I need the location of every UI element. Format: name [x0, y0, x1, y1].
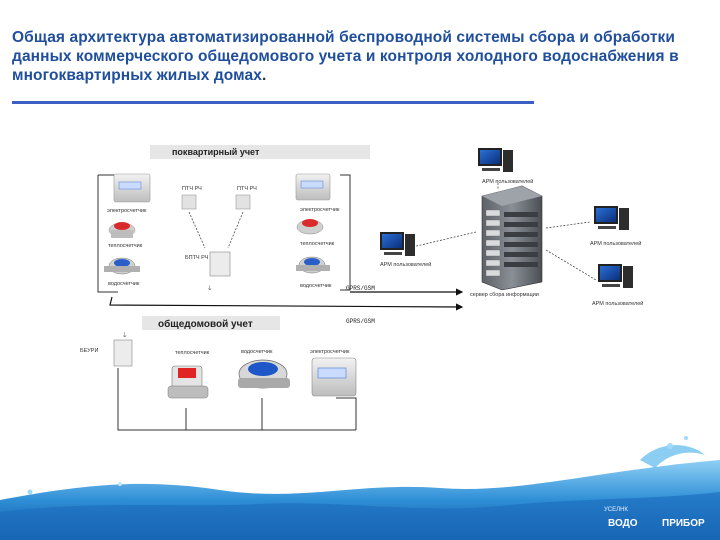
- electric-meter-building: электросчетчик: [310, 349, 356, 396]
- label-water-left: водосчетчик: [108, 281, 140, 287]
- label-electric-building: электросчетчик: [310, 349, 350, 355]
- link-server-arm-left: [408, 232, 476, 248]
- converter-bpts: БПТЧ РЧ ⏚: [185, 252, 230, 292]
- label-electric-left: электросчетчик: [107, 208, 147, 214]
- label-electric-right: электросчетчик: [300, 207, 340, 213]
- water-meter-left: водосчетчик: [104, 258, 140, 287]
- server-rack: сервер сбора информации: [470, 186, 542, 298]
- electric-meter-left: электросчетчик: [107, 174, 150, 214]
- electric-meter-right: электросчетчик: [296, 174, 340, 213]
- apartment-section-label: поквартирный учет: [172, 147, 260, 157]
- apartment-section: поквартирный учет: [150, 145, 370, 159]
- logo-left-text: ВОДО: [608, 518, 638, 529]
- link-pts2-bpts: [228, 212, 243, 248]
- arm-workstation-right1: АРМ пользователей: [590, 206, 641, 247]
- heat-meter-right: теплосчетчик: [297, 219, 335, 247]
- arm-workstation-right2: АРМ пользователей: [592, 264, 643, 307]
- antenna-icon-building: ⏚: [122, 332, 128, 339]
- arm-workstation-left: АРМ пользователей: [380, 232, 431, 268]
- building-section: общедомовой учет: [142, 316, 280, 330]
- converter-pts1: ПТЧ РЧ: [182, 186, 202, 209]
- label-arm-top: АРМ пользователей: [482, 178, 533, 185]
- label-arm-right2: АРМ пользователей: [592, 300, 643, 307]
- heat-meter-building: теплосчетчик: [168, 350, 210, 398]
- bus-link-electric: [336, 398, 356, 430]
- label-server: сервер сбора информации: [470, 292, 539, 298]
- arm-workstation-top: АРМ пользователей: [478, 148, 533, 185]
- label-arm-right1: АРМ пользователей: [590, 240, 641, 247]
- label-water-building: водосчетчик: [241, 349, 273, 355]
- label-beuri: БЕУРИ: [80, 348, 98, 354]
- gsm-line-bottom: [110, 297, 462, 307]
- building-section-label: общедомовой учет: [158, 318, 253, 330]
- logo-right-text: ПРИБОР: [662, 518, 705, 529]
- label-pts1: ПТЧ РЧ: [182, 186, 202, 192]
- beuri-device: БЕУРИ ⏚: [80, 332, 132, 366]
- label-heat-left: теплосчетчик: [108, 243, 143, 249]
- label-heat-building: теплосчетчик: [175, 350, 210, 356]
- label-bpts: БПТЧ РЧ: [185, 255, 209, 261]
- water-meter-right: водосчетчик: [296, 257, 332, 289]
- label-gsm1: GPRS/GSM: [346, 285, 375, 292]
- logo-top-text: УСЕЛНК: [604, 507, 628, 513]
- label-gsm2: GPRS/GSM: [346, 318, 375, 325]
- label-arm-left: АРМ пользователей: [380, 261, 431, 268]
- converter-pts2: ПТЧ РЧ: [236, 186, 257, 209]
- antenna-icon: ⏚: [207, 285, 213, 292]
- label-water-right: водосчетчик: [300, 283, 332, 289]
- link-pts1-bpts: [189, 212, 205, 248]
- water-meter-building: водосчетчик: [238, 349, 290, 388]
- label-pts2: ПТЧ РЧ: [237, 186, 257, 192]
- heat-meter-left: теплосчетчик: [108, 222, 143, 249]
- right-bracket: [340, 175, 350, 290]
- label-heat-right: теплосчетчик: [300, 241, 335, 247]
- link-server-arm-right1: [546, 222, 590, 228]
- link-server-arm-right2: [546, 250, 596, 280]
